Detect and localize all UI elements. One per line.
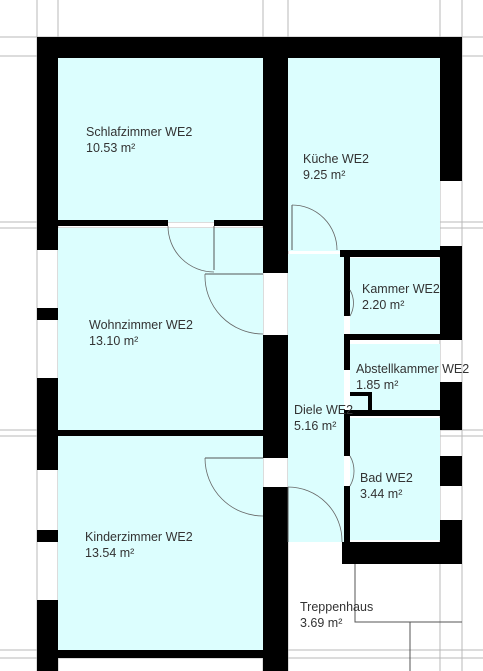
room-area-diele: 5.16 m² [294, 419, 336, 433]
room-area-treppenhaus: 3.69 m² [300, 616, 342, 630]
walls [37, 37, 462, 671]
room-fill-kammer [350, 258, 440, 334]
room-name-bad: Bad WE2 [360, 471, 413, 485]
room-labels: Schlafzimmer WE2 10.53 m² Küche WE2 9.25… [85, 125, 469, 630]
room-name-kueche: Küche WE2 [303, 152, 369, 166]
room-area-abstellkammer: 1.85 m² [356, 378, 398, 392]
room-name-diele: Diele WE2 [294, 403, 353, 417]
room-name-wohnzimmer: Wohnzimmer WE2 [89, 318, 193, 332]
room-area-kueche: 9.25 m² [303, 168, 345, 182]
room-fill-kinderzimmer [58, 436, 263, 650]
room-area-schlafzimmer: 10.53 m² [86, 141, 135, 155]
room-fill-abstellkammer [350, 344, 440, 410]
room-area-bad: 3.44 m² [360, 487, 402, 501]
room-fill-diele [288, 254, 344, 542]
room-fills [58, 58, 440, 650]
doors [167, 204, 462, 671]
room-fill-kueche [288, 58, 440, 251]
room-name-schlafzimmer: Schlafzimmer WE2 [86, 125, 192, 139]
room-name-kinderzimmer: Kinderzimmer WE2 [85, 530, 193, 544]
room-name-kammer: Kammer WE2 [362, 282, 440, 296]
room-fill-bad [350, 418, 440, 540]
room-fill-schlafzimmer [58, 58, 263, 222]
room-area-kinderzimmer: 13.54 m² [85, 546, 134, 560]
room-name-abstellkammer: Abstellkammer WE2 [356, 362, 469, 376]
room-area-wohnzimmer: 13.10 m² [89, 334, 138, 348]
room-area-kammer: 2.20 m² [362, 298, 404, 312]
room-fill-wohnzimmer [58, 228, 263, 430]
room-name-treppenhaus: Treppenhaus [300, 600, 373, 614]
